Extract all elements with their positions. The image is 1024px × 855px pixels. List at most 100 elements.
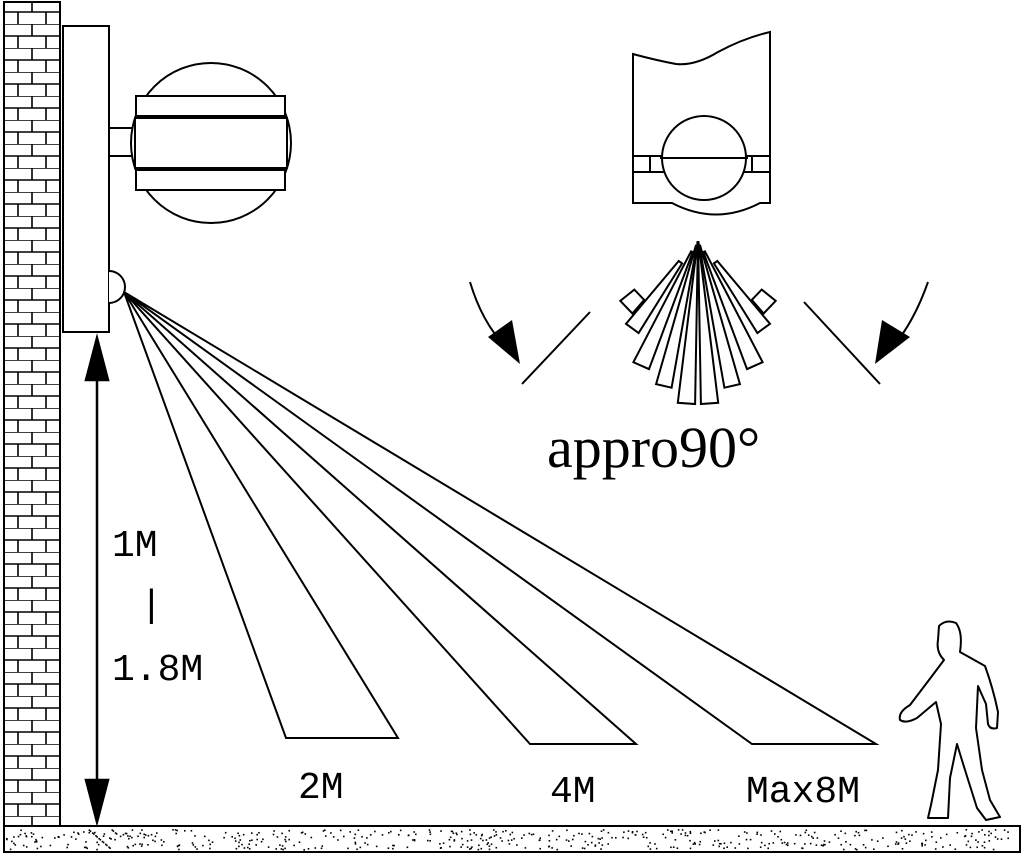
ground-speckle	[976, 846, 978, 849]
ground-speckle	[799, 834, 802, 837]
ground-speckle	[594, 845, 597, 847]
ground-speckle	[36, 847, 39, 850]
ground-speckle	[634, 834, 637, 836]
ground-speckle	[176, 845, 179, 848]
right-arrowhead	[875, 320, 910, 364]
ground-speckle	[24, 832, 26, 835]
ground-speckle	[480, 847, 483, 850]
ground-speckle	[194, 846, 197, 848]
ground-speckle	[509, 833, 512, 836]
ground-speckle	[849, 843, 852, 846]
ground-speckle	[894, 843, 897, 845]
ground-speckle	[93, 833, 95, 835]
ground-speckle	[129, 835, 131, 838]
ground-speckle	[644, 831, 647, 834]
ground-speckle	[897, 843, 899, 845]
ground-speckle	[581, 847, 584, 849]
ground-speckle	[280, 848, 283, 850]
ground-speckle	[413, 839, 416, 842]
ground-speckle	[415, 833, 417, 836]
ground-speckle	[670, 846, 672, 849]
ground-speckle	[689, 832, 692, 834]
ground-speckle	[834, 833, 836, 836]
ground-speckle	[320, 847, 323, 850]
zone-label-4m: 4M	[550, 771, 596, 814]
ground-speckle	[486, 843, 489, 846]
ground-speckle	[85, 841, 87, 843]
ground-speckle	[70, 836, 73, 838]
ground-speckle	[718, 842, 721, 845]
ground-speckle	[470, 847, 472, 850]
ground-speckle	[785, 843, 788, 846]
ground-speckle	[760, 834, 762, 836]
ground-speckle	[532, 833, 535, 836]
ground-speckle	[99, 838, 102, 841]
angle-indicators	[469, 281, 929, 385]
ground-speckle	[192, 844, 195, 846]
ground-speckle	[17, 835, 20, 838]
ground-speckle	[488, 845, 491, 847]
ground-speckle	[601, 837, 603, 839]
ground-speckle	[602, 829, 605, 831]
ground-speckle	[631, 831, 634, 834]
ground-speckle	[102, 835, 105, 837]
ground-speckle	[97, 843, 100, 846]
ground-speckle	[854, 848, 857, 850]
ground-speckle	[460, 830, 463, 833]
ground-speckle	[209, 847, 211, 850]
ground-speckle	[768, 842, 770, 845]
ground-speckle	[864, 846, 867, 849]
ground-speckle	[855, 830, 857, 833]
beam-4m	[123, 291, 639, 745]
ground-speckle	[551, 847, 553, 849]
ground-speckle	[631, 831, 634, 833]
ground-speckle	[238, 845, 240, 848]
ground-speckle	[607, 843, 609, 845]
ground-speckle	[248, 848, 251, 850]
ground-speckle	[184, 830, 186, 832]
ground-speckle	[507, 839, 510, 842]
ground-speckle	[194, 835, 196, 837]
ground-speckle	[558, 835, 561, 838]
ground-speckle	[152, 839, 154, 842]
ground-speckle	[942, 846, 944, 848]
ground-speckle	[539, 839, 541, 841]
ground-speckle	[83, 831, 85, 833]
ground-speckle	[190, 830, 193, 832]
brick-wall	[3, 1, 61, 827]
ground-speckle	[975, 839, 977, 841]
ground-speckle	[699, 840, 702, 843]
ground-speckle	[607, 831, 610, 834]
ground-speckle	[876, 840, 879, 842]
ground-speckle	[843, 848, 845, 851]
ground-speckle	[211, 841, 214, 843]
ground-speckle	[949, 844, 951, 846]
ground-speckle	[161, 844, 163, 847]
ground-speckle	[304, 833, 307, 835]
ground-speckle	[324, 835, 327, 837]
ground-speckle	[83, 846, 86, 849]
ground-speckle	[406, 846, 409, 849]
ground-speckle	[738, 843, 741, 845]
ground-speckle	[140, 845, 143, 847]
ground-speckle	[204, 835, 206, 838]
ground-speckle	[128, 837, 130, 840]
ground-speckle	[461, 843, 464, 846]
ground-speckle	[174, 829, 177, 831]
ground-speckle	[324, 829, 326, 831]
ground-speckle	[112, 830, 115, 832]
ground-speckle	[303, 849, 305, 851]
ground-speckle	[795, 834, 797, 836]
ground-speckle	[1007, 837, 1009, 840]
lamp-globe	[108, 62, 292, 224]
ground-speckle	[555, 838, 558, 841]
ground-speckle	[258, 832, 260, 834]
ground-speckle	[273, 830, 275, 832]
ground-speckle	[353, 837, 356, 839]
ground-speckle	[649, 848, 652, 850]
ground-speckle	[122, 833, 125, 836]
ground-speckle	[726, 846, 728, 848]
ground-speckle	[600, 848, 602, 850]
ground-speckle	[439, 843, 441, 845]
ground-speckle	[528, 832, 531, 835]
